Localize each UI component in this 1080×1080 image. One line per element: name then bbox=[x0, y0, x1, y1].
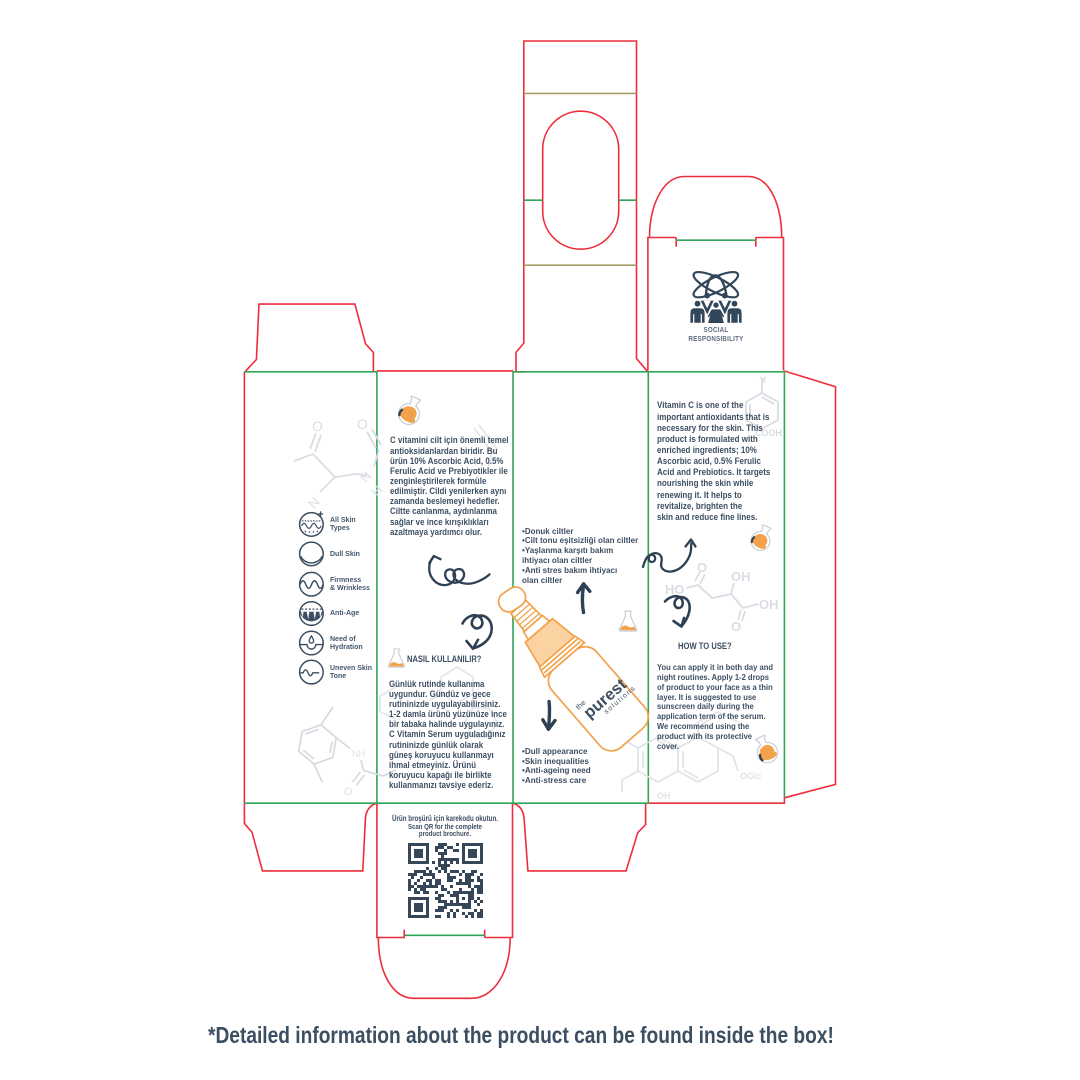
svg-text:N: N bbox=[357, 468, 375, 485]
svg-text:OH: OH bbox=[657, 791, 671, 801]
svg-text:OH: OH bbox=[731, 569, 751, 584]
svg-text:HO: HO bbox=[665, 582, 685, 597]
svg-text:O: O bbox=[697, 560, 707, 575]
svg-text:OGlc: OGlc bbox=[740, 771, 762, 781]
svg-text:N: N bbox=[305, 494, 323, 511]
svg-text:NH: NH bbox=[352, 749, 365, 759]
svg-text:O: O bbox=[357, 416, 368, 432]
svg-text:O: O bbox=[312, 418, 323, 434]
svg-text:COOH: COOH bbox=[755, 428, 782, 438]
svg-text:OH: OH bbox=[759, 597, 779, 612]
svg-text:O: O bbox=[731, 619, 741, 634]
svg-text:O: O bbox=[344, 786, 353, 798]
svg-text:H: H bbox=[368, 482, 386, 499]
